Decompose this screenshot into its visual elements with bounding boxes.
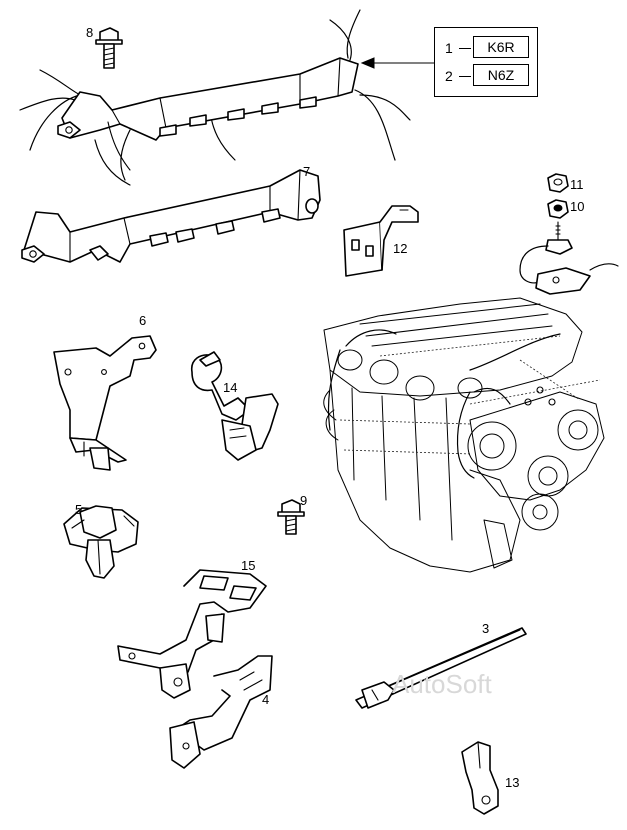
legend-dash (459, 76, 471, 77)
callout-11: 11 (570, 177, 584, 192)
callout-14: 14 (223, 380, 237, 395)
bracket-6 (53, 335, 157, 471)
legend-row-1: 1 K6R (435, 36, 537, 60)
harness-duct-upper (19, 9, 411, 186)
bracket-12 (343, 205, 419, 277)
clip-5 (63, 505, 139, 579)
variant-legend: 1 K6R 2 N6Z (434, 27, 538, 97)
engine-block (323, 297, 605, 573)
callout-10: 10 (570, 199, 584, 214)
legend-number: 1 (445, 40, 453, 56)
callout-6: 6 (139, 313, 146, 328)
callout-12: 12 (393, 241, 407, 256)
bolt-9 (277, 499, 305, 535)
legend-arrow (360, 57, 435, 69)
legend-number: 2 (445, 68, 453, 84)
callout-7: 7 (303, 164, 310, 179)
callout-5: 5 (75, 502, 82, 517)
callout-8: 8 (86, 25, 93, 40)
bracket-4 (169, 655, 273, 769)
callout-15: 15 (241, 558, 255, 573)
watermark: AutoSoft (392, 669, 493, 699)
callout-13: 13 (505, 775, 519, 790)
legend-dash (459, 48, 471, 49)
legend-row-2: 2 N6Z (435, 64, 537, 88)
bracket-13 (461, 741, 499, 815)
callout-3: 3 (482, 621, 489, 636)
legend-code: N6Z (473, 64, 529, 86)
legend-code: K6R (473, 36, 529, 58)
bracket-15 (117, 569, 267, 699)
harness-duct-7 (21, 169, 321, 263)
clip-14 (190, 351, 279, 461)
cable-tie-3 (355, 627, 527, 709)
bolt-8 (95, 27, 123, 69)
ground-stud (519, 221, 619, 295)
callout-4: 4 (262, 692, 269, 707)
nut-11 (547, 173, 569, 193)
nut-10 (547, 199, 569, 219)
callout-9: 9 (300, 493, 307, 508)
